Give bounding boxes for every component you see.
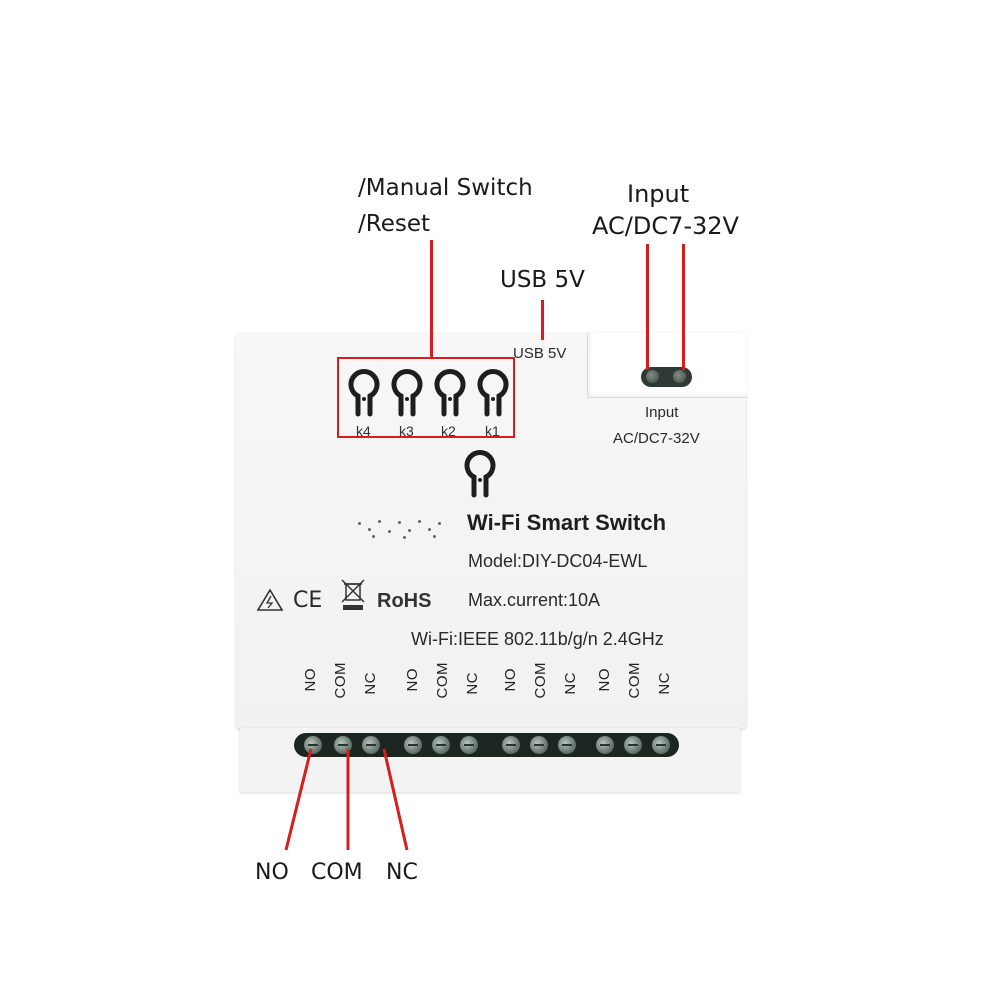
- terminal-label: NO: [502, 668, 519, 692]
- callout-lines-relay: [284, 748, 409, 851]
- key-label-k2: k2: [441, 423, 456, 439]
- callout-line-input-left: [646, 244, 649, 370]
- product-title: Wi-Fi Smart Switch: [467, 510, 667, 535]
- max-current: Max.current:10A: [468, 590, 601, 610]
- terminal-label: NC: [464, 672, 481, 695]
- wifi-spec: Wi-Fi:IEEE 802.11b/g/n 2.4GHz: [411, 629, 664, 649]
- key-label-k3: k3: [399, 423, 414, 439]
- jumper-k4-icon: [348, 368, 380, 417]
- terminal-screw: [558, 736, 576, 754]
- input-terminal-screw: [646, 370, 659, 383]
- weee-crossed-bin-icon: [341, 579, 365, 610]
- callout-nc: NC: [386, 860, 418, 885]
- usb-port-label: USB 5V: [513, 345, 567, 362]
- input-terminal-recess: [587, 333, 747, 398]
- terminal-screw: [652, 736, 670, 754]
- callout-line-manual-switch: [430, 240, 433, 358]
- terminal-label: COM: [434, 662, 451, 699]
- jumper-k3-icon: [391, 368, 423, 417]
- device-body: [236, 333, 746, 728]
- terminal-screw: [460, 736, 478, 754]
- callout-line-usb: [541, 300, 544, 340]
- callout-manual-switch: /Manual Switch: [358, 175, 533, 201]
- terminal-screw: [624, 736, 642, 754]
- terminal-label: NO: [302, 668, 319, 692]
- callout-com: COM: [311, 860, 363, 885]
- terminal-label: COM: [532, 662, 549, 699]
- terminal-screw: [304, 736, 322, 754]
- terminal-label: NO: [596, 668, 613, 692]
- manual-switch-highlight-box: [337, 357, 515, 438]
- terminal-screw: [596, 736, 614, 754]
- callout-input-title: Input: [627, 180, 690, 208]
- terminal-label: NC: [562, 672, 579, 695]
- reset-jumper-icon: [464, 449, 496, 498]
- terminal-screw: [432, 736, 450, 754]
- callout-line-input-right: [682, 244, 685, 370]
- terminal-screw: [362, 736, 380, 754]
- model-number: Model:DIY-DC04-EWL: [468, 551, 648, 571]
- callout-reset: /Reset: [358, 211, 430, 237]
- input-label: Input: [645, 404, 679, 421]
- terminal-label: NC: [656, 672, 673, 695]
- jumper-k1-icon: [477, 368, 509, 417]
- terminal-screw: [404, 736, 422, 754]
- input-voltage-label: AC/DC7-32V: [613, 430, 700, 447]
- callout-input-voltage: AC/DC7-32V: [592, 212, 739, 240]
- power-input-terminal: [641, 367, 692, 387]
- jumper-k2-icon: [434, 368, 466, 417]
- key-label-k1: k1: [485, 423, 500, 439]
- callout-no: NO: [255, 860, 289, 885]
- terminal-screw: [530, 736, 548, 754]
- terminal-screw: [502, 736, 520, 754]
- terminal-label: NC: [362, 672, 379, 695]
- terminal-label: NO: [404, 668, 421, 692]
- input-terminal-screw: [673, 370, 686, 383]
- terminal-label: COM: [626, 662, 643, 699]
- terminal-label: COM: [332, 662, 349, 699]
- ce-mark: CE: [293, 588, 323, 613]
- rohs-mark: RoHS: [377, 590, 432, 612]
- key-label-k4: k4: [356, 423, 371, 439]
- high-voltage-warning-icon: [256, 588, 284, 611]
- callout-usb: USB 5V: [500, 267, 585, 293]
